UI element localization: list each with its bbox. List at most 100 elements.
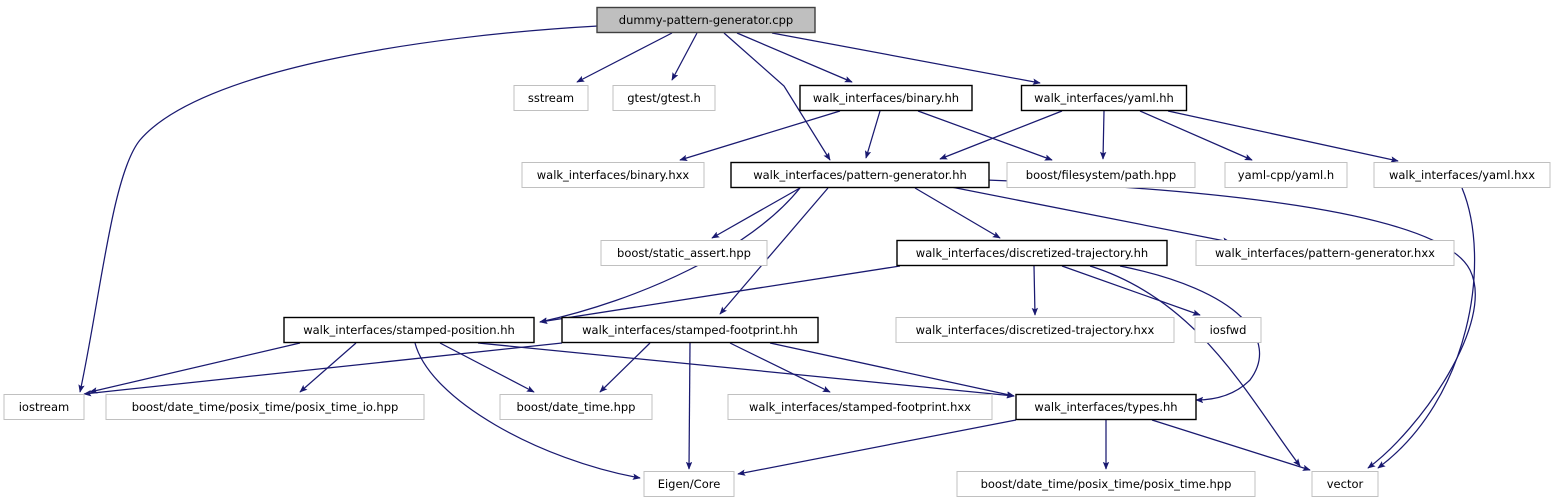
node-box-date_time[interactable] [499, 394, 653, 420]
graph-node-binary_hh[interactable]: walk_interfaces/binary.hh [799, 84, 973, 112]
edge-yaml_hxx-to-vector [1377, 187, 1476, 469]
edge-binary_hh-to-patgen_hh [864, 110, 881, 159]
graph-node-patgen_hxx[interactable]: walk_interfaces/pattern-generator.hxx [1195, 240, 1455, 266]
edge-disctraj_hh-to-disctraj_hxx [1031, 265, 1039, 316]
node-label-posix_io: boost/date_time/posix_time/posix_time_io… [132, 400, 399, 414]
graph-node-disctraj_hxx[interactable]: walk_interfaces/discretized-trajectory.h… [895, 317, 1175, 343]
graph-node-gtest[interactable]: gtest/gtest.h [612, 85, 716, 111]
graph-node-date_time[interactable]: boost/date_time.hpp [499, 394, 653, 420]
graph-node-root[interactable]: dummy-pattern-generator.cpp [596, 6, 816, 34]
node-box-stfoot_hh[interactable] [561, 316, 819, 344]
graph-node-binary_hxx[interactable]: walk_interfaces/binary.hxx [521, 162, 705, 188]
edge-patgen_hh-to-stfoot_hh [719, 187, 829, 315]
node-label-patgen_hxx: walk_interfaces/pattern-generator.hxx [1215, 246, 1435, 260]
graph-node-static_assert[interactable]: boost/static_assert.hpp [600, 240, 768, 266]
node-box-binary_hh[interactable] [799, 84, 973, 112]
node-label-yaml_hxx: walk_interfaces/yaml.hxx [1389, 168, 1535, 182]
edge-yaml_hh-to-patgen_hh [939, 110, 1063, 160]
node-box-yaml_hh[interactable] [1020, 84, 1188, 112]
edge-stfoot_hh-to-iostream [83, 342, 563, 397]
edge-binary_hh-to-fs_path [917, 110, 1053, 161]
graph-node-patgen_hh[interactable]: walk_interfaces/pattern-generator.hh [730, 161, 990, 189]
node-box-stfoot_hxx[interactable] [727, 394, 993, 420]
graph-node-types_hh[interactable]: walk_interfaces/types.hh [1015, 393, 1197, 421]
graph-node-iostream[interactable]: iostream [3, 394, 85, 420]
graph-node-stpos_hh[interactable]: walk_interfaces/stamped-position.hh [283, 316, 535, 344]
node-label-iosfwd: iosfwd [1210, 323, 1247, 337]
graph-node-vector[interactable]: vector [1311, 471, 1379, 497]
node-box-disctraj_hh[interactable] [896, 239, 1168, 267]
node-box-vector[interactable] [1311, 471, 1379, 497]
edge-patgen_hh-to-static_assert [711, 187, 801, 239]
graph-node-sstream[interactable]: sstream [513, 85, 589, 111]
node-label-binary_hxx: walk_interfaces/binary.hxx [537, 168, 690, 182]
node-box-iosfwd[interactable] [1194, 317, 1262, 343]
graph-node-posix_io[interactable]: boost/date_time/posix_time/posix_time_io… [105, 394, 425, 420]
node-layer: dummy-pattern-generator.cpp sstream gtest/… [3, 6, 1551, 497]
node-box-types_hh[interactable] [1015, 393, 1197, 421]
node-box-root[interactable] [596, 6, 816, 34]
node-box-static_assert[interactable] [600, 240, 768, 266]
edge-stfoot_hh-to-stfoot_hxx [729, 342, 831, 393]
node-label-date_time: boost/date_time.hpp [517, 400, 636, 414]
graph-node-stfoot_hxx[interactable]: walk_interfaces/stamped-footprint.hxx [727, 394, 993, 420]
edge-disctraj_hh-to-iosfwd [1061, 265, 1201, 316]
edge-types_hh-to-eigen [737, 419, 1017, 476]
node-label-yaml_hh: walk_interfaces/yaml.hh [1034, 91, 1174, 105]
graph-node-yaml_hh[interactable]: walk_interfaces/yaml.hh [1020, 84, 1188, 112]
edge-root-to-sstream [576, 32, 673, 83]
node-label-stpos_hh: walk_interfaces/stamped-position.hh [303, 323, 515, 337]
graph-node-posix_time[interactable]: boost/date_time/posix_time/posix_time.hp… [956, 471, 1256, 497]
node-label-fs_path: boost/filesystem/path.hpp [1026, 168, 1176, 182]
edge-stfoot_hh-to-types_hh [769, 342, 1015, 398]
node-label-posix_time: boost/date_time/posix_time/posix_time.hp… [981, 477, 1232, 491]
edge-disctraj_hh-to-vector [1089, 265, 1301, 467]
node-box-gtest[interactable] [612, 85, 716, 111]
node-box-patgen_hxx[interactable] [1195, 240, 1455, 266]
graph-node-yamlcpp[interactable]: yaml-cpp/yaml.h [1224, 162, 1348, 188]
graph-node-fs_path[interactable]: boost/filesystem/path.hpp [1006, 162, 1196, 188]
node-box-iostream[interactable] [3, 394, 85, 420]
node-box-sstream[interactable] [513, 85, 589, 111]
graph-node-yaml_hxx[interactable]: walk_interfaces/yaml.hxx [1373, 162, 1551, 188]
edge-disctraj_hh-to-types_hh [1119, 265, 1261, 404]
edge-yaml_hh-to-fs_path [1099, 110, 1107, 160]
edge-disctraj_hh-to-stpos_hh [539, 265, 901, 325]
node-box-patgen_hh[interactable] [730, 161, 990, 189]
edge-stpos_hh-to-iostream [89, 342, 301, 394]
node-box-stpos_hh[interactable] [283, 316, 535, 344]
edge-root-to-iostream [78, 25, 599, 393]
node-label-patgen_hh: walk_interfaces/pattern-generator.hh [753, 168, 967, 182]
node-box-yaml_hxx[interactable] [1373, 162, 1551, 188]
node-label-yamlcpp: yaml-cpp/yaml.h [1238, 168, 1334, 182]
node-label-static_assert: boost/static_assert.hpp [617, 246, 751, 260]
node-label-disctraj_hxx: walk_interfaces/discretized-trajectory.h… [916, 323, 1155, 337]
node-box-eigen[interactable] [643, 471, 735, 497]
node-box-disctraj_hxx[interactable] [895, 317, 1175, 343]
edge-root-to-gtest [671, 32, 698, 81]
edge-root-to-binary_hh [736, 32, 853, 83]
node-box-yamlcpp[interactable] [1224, 162, 1348, 188]
edge-types_hh-to-vector [1151, 419, 1311, 471]
node-box-posix_time[interactable] [956, 471, 1256, 497]
node-box-binary_hxx[interactable] [521, 162, 705, 188]
edge-root-to-patgen_hh [723, 32, 831, 161]
node-label-root: dummy-pattern-generator.cpp [619, 13, 793, 27]
node-label-eigen: Eigen/Core [658, 477, 721, 491]
node-label-sstream: sstream [528, 91, 574, 105]
edge-patgen_hh-to-stpos_hh [539, 187, 801, 324]
graph-node-stfoot_hh[interactable]: walk_interfaces/stamped-footprint.hh [561, 316, 819, 344]
node-box-fs_path[interactable] [1006, 162, 1196, 188]
node-label-binary_hh: walk_interfaces/binary.hh [813, 91, 959, 105]
graph-node-disctraj_hh[interactable]: walk_interfaces/discretized-trajectory.h… [896, 239, 1168, 267]
edge-stfoot_hh-to-date_time [599, 342, 651, 393]
node-box-posix_io[interactable] [105, 394, 425, 420]
graph-node-eigen[interactable]: Eigen/Core [643, 471, 735, 497]
edge-stpos_hh-to-types_hh [477, 342, 1015, 399]
node-label-vector: vector [1327, 477, 1364, 491]
edge-yaml_hh-to-yamlcpp [1139, 110, 1253, 161]
edge-stpos_hh-to-eigen [414, 342, 641, 480]
graph-node-iosfwd[interactable]: iosfwd [1194, 317, 1262, 343]
